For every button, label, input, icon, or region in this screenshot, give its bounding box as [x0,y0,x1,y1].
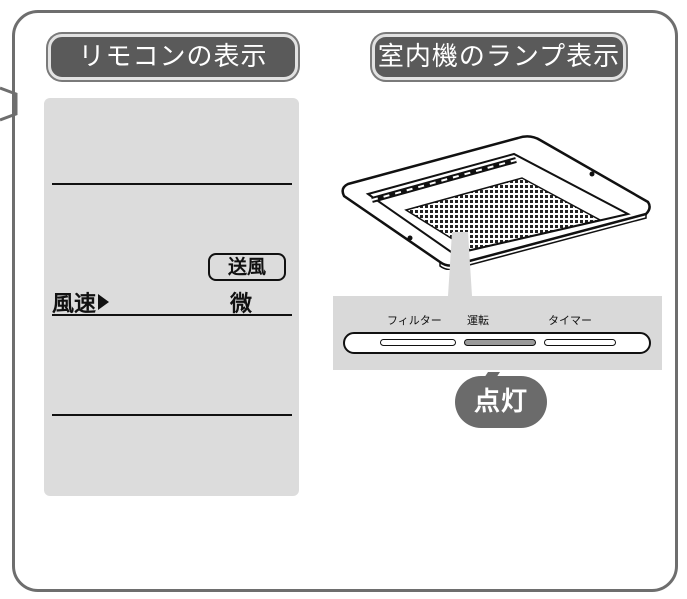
fan-speed-label: 風速 [52,292,97,317]
timer-lamp [544,339,616,346]
indoor-lamp-display-title: 室内機のランプ表示 [372,34,626,80]
triangle-right-icon [98,294,110,310]
lit-badge: 点灯 [455,376,547,428]
lcd-divider-bottom [52,414,292,416]
fan-speed-row: 風速 [52,286,110,318]
run-lamp-label: 運転 [467,314,489,327]
fan-speed-value: 微 [230,292,253,317]
lcd-divider-top [52,183,292,185]
lcd-divider-middle [52,314,292,316]
run-lamp-lit [464,339,536,346]
timer-lamp-label: タイマー [548,314,592,327]
remote-lcd-panel: 送風 風速 微 [44,98,299,496]
mode-indicator: 送風 [208,253,286,281]
filter-lamp-label: フィルター [387,314,442,327]
remote-display-title: リモコンの表示 [48,34,298,80]
ceiling-cassette-unit-illustration [341,135,651,270]
filter-lamp [380,339,456,346]
frame-notch [0,86,18,122]
lamp-strip: フィルター 運転 タイマー [333,296,662,370]
